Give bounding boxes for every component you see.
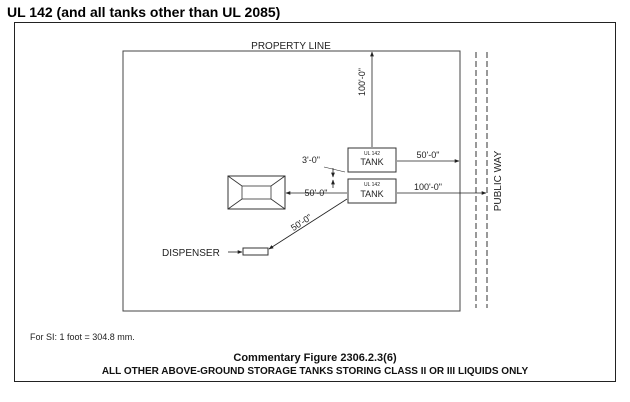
tank-bottom-label: TANK — [360, 189, 383, 199]
tank-top — [347, 147, 397, 173]
property-boundary — [122, 50, 461, 312]
dim-tank-to-building: 50'-0" — [305, 188, 328, 198]
property-line-label: PROPERTY LINE — [251, 41, 331, 52]
caption-title: Commentary Figure 2306.2.3(6) — [233, 352, 397, 364]
tank-bottom-small-label: UL 142 — [364, 182, 380, 188]
dim-spacing-leader — [323, 166, 346, 173]
public-way-label: PUBLIC WAY — [493, 150, 504, 211]
dim-tank-to-public-way: 100'-0" — [414, 182, 442, 192]
dim-tank-to-dispenser: 50'-0" — [289, 212, 314, 233]
dispenser-label: DISPENSER — [162, 248, 220, 259]
dim-tank-spacing: 3'-0" — [302, 155, 320, 165]
tank-top-small-label: UL 142 — [364, 151, 380, 157]
tank-top-label: TANK — [360, 157, 383, 167]
page-heading: UL 142 (and all tanks other than UL 2085… — [7, 4, 281, 20]
dim-to-property-line: 100'-0" — [357, 68, 367, 96]
tank-bottom — [347, 178, 397, 204]
dim-tank-to-property-side: 50'-0" — [417, 150, 440, 160]
footnote: For SI: 1 foot = 304.8 mm. — [30, 332, 135, 342]
dim-line-tank-to-dispenser — [268, 198, 348, 250]
figure-frame — [14, 22, 616, 382]
caption-subtitle: ALL OTHER ABOVE-GROUND STORAGE TANKS STO… — [101, 366, 529, 377]
building-symbol — [227, 175, 286, 210]
dispenser-symbol — [242, 247, 269, 256]
